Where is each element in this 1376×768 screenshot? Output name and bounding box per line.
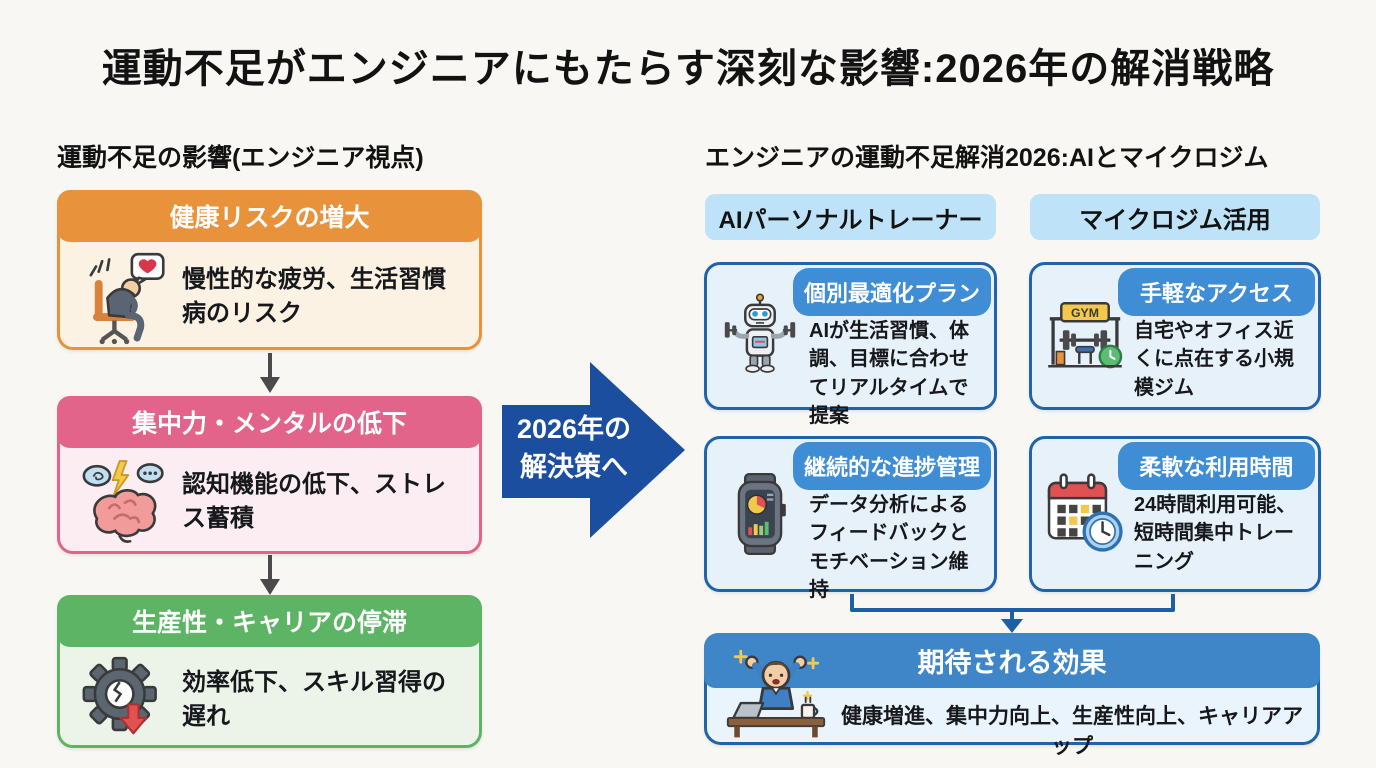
result-box-body: 健康増進、集中力向上、生産性向上、キャリアアップ: [841, 705, 1303, 758]
gym-sign-label: GYM: [1071, 306, 1099, 320]
connector-lines: [780, 592, 1240, 645]
page-title: 運動不足がエンジニアにもたらす深刻な影響:2026年の解消戦略: [101, 47, 1275, 91]
calendar-clock-icon: [1038, 439, 1132, 589]
stressed-brain-icon: [74, 453, 174, 551]
solution-card-body: 自宅やオフィス近くに点在する小規模ジム: [1134, 320, 1294, 399]
solution-arrow-label-line1: 2026年の: [516, 414, 632, 444]
solution-card-body: AIが生活習慣、体調、目標に合わせてリアルタイムで提案: [809, 320, 969, 428]
slouched-person-icon: [74, 247, 174, 347]
broken-gear-icon: [74, 652, 174, 748]
impact-box-body: 効率低下、スキル習得の遅れ: [182, 669, 446, 730]
left-section-title: 運動不足の影響(エンジニア視点): [57, 144, 424, 172]
solution-card-header: 継続的な進捗管理: [793, 442, 991, 490]
impact-box-body: 認知機能の低下、ストレス蓄積: [182, 471, 446, 532]
solution-arrow-label-line2: 解決策へ: [520, 452, 628, 482]
column-header-micro-gym: マイクロジム活用: [1030, 194, 1320, 240]
impact-box-header: 生産性・キャリアの停滞: [57, 595, 482, 647]
down-arrow-icon: [256, 555, 284, 600]
solution-card-header: 個別最適化プラン: [793, 268, 991, 316]
solution-card-header: 手軽なアクセス: [1117, 268, 1315, 316]
impact-box-productivity: 生産性・キャリアの停滞: [57, 595, 482, 748]
impact-box-header: 健康リスクの増大: [57, 190, 482, 242]
impact-box-health-risk: 健康リスクの増大: [57, 190, 482, 350]
solution-card-easy-access: 手軽なアクセス GYM 自宅やオフィス近くに点在する小規模ジム: [1029, 262, 1321, 410]
solution-card-header: 柔軟な利用時間: [1117, 442, 1315, 490]
solution-arrow-label: 2026年の 解決策へ: [498, 410, 650, 486]
result-box-header: 期待される効果: [704, 633, 1320, 688]
solution-arrow-icon: [500, 360, 690, 545]
smartwatch-icon: [713, 439, 807, 589]
impact-box-body: 慢性的な疲労、生活習慣病のリスク: [182, 266, 446, 327]
solution-card-body: 24時間利用可能、短時間集中トレーニング: [1134, 494, 1297, 573]
column-header-ai-trainer: AIパーソナルトレーナー: [705, 194, 996, 240]
down-arrow-icon: [256, 353, 284, 398]
cheering-engineer-icon: [719, 640, 833, 742]
solution-card-flexible-hours: 柔軟な利用時間: [1029, 436, 1321, 592]
solution-card-progress: 継続的な進捗管理 データ分析によるフィードバックとモチベーション維持: [704, 436, 997, 601]
solution-card-personalized-plan: 個別最適化プラン: [704, 262, 997, 427]
micro-gym-icon: GYM: [1038, 265, 1132, 407]
result-box: 期待される効果 健康増進、集中力向上、生産性向上、キャリアアップ: [704, 633, 1320, 758]
impact-box-header: 集中力・メンタルの低下: [57, 396, 482, 448]
solution-card-body: データ分析によるフィードバックとモチベーション維持: [809, 494, 969, 602]
right-section-title: エンジニアの運動不足解消2026:AIとマイクロジム: [705, 144, 1269, 172]
impact-box-focus-mental: 集中力・メンタルの低下 認知機能の低下、ストレス蓄積: [57, 396, 482, 554]
robot-trainer-icon: [713, 265, 807, 407]
